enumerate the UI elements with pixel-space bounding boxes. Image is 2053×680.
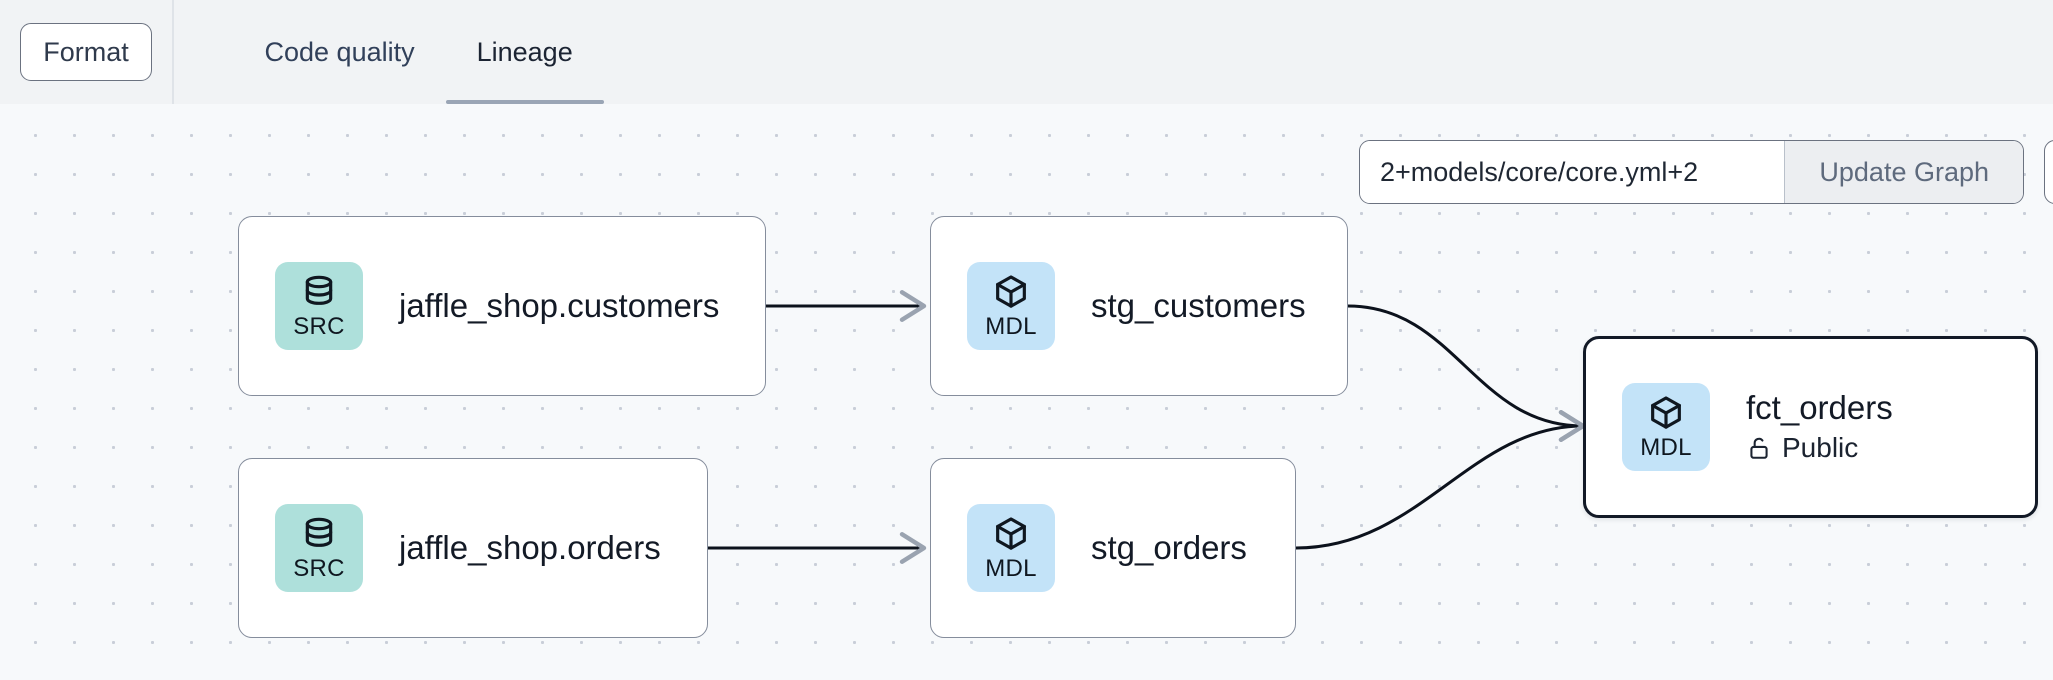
mdl-badge: MDL <box>967 504 1055 592</box>
lineage-node-jaffle-shop-orders[interactable]: SRC jaffle_shop.orders <box>238 458 708 638</box>
mdl-badge: MDL <box>1622 383 1710 471</box>
tab-lineage[interactable]: Lineage <box>445 0 604 104</box>
lineage-node-fct-orders[interactable]: MDL fct_orders Public <box>1583 336 2038 518</box>
lineage-node-stg-customers[interactable]: MDL stg_customers <box>930 216 1348 396</box>
update-graph-button[interactable]: Update Graph <box>1785 141 2023 203</box>
node-title: stg_customers <box>1091 286 1306 324</box>
node-title: fct_orders <box>1746 388 1893 426</box>
node-title: jaffle_shop.customers <box>399 286 720 324</box>
node-visibility-label: Public <box>1782 432 1859 464</box>
src-badge: SRC <box>275 504 363 592</box>
src-badge-label: SRC <box>293 554 345 582</box>
mdl-badge: MDL <box>967 262 1055 350</box>
cube-icon <box>996 274 1026 308</box>
database-icon <box>305 517 333 547</box>
control-separator <box>1784 141 1786 203</box>
lineage-node-stg-orders[interactable]: MDL stg_orders <box>930 458 1296 638</box>
format-button[interactable]: Format <box>20 23 152 81</box>
lineage-edges <box>708 290 1586 564</box>
tab-bar: Code quality Lineage <box>174 0 604 104</box>
cube-icon <box>996 516 1026 550</box>
node-body: stg_orders <box>1091 528 1247 567</box>
src-badge-label: SRC <box>293 312 345 340</box>
top-toolbar: Format Code quality Lineage <box>0 0 2053 104</box>
unlock-icon <box>1750 438 1768 460</box>
dbt-selector-input[interactable] <box>1360 141 1784 203</box>
selector-control-group: Update Graph <box>1359 140 2024 204</box>
node-body: stg_customers <box>1091 286 1306 325</box>
node-body: jaffle_shop.customers <box>399 286 720 325</box>
tab-code-quality[interactable]: Code quality <box>264 36 415 67</box>
edge-stg-customers-to-fct-orders <box>1347 304 1586 442</box>
mdl-badge-label: MDL <box>985 554 1037 582</box>
cube-icon <box>1651 395 1681 429</box>
graph-controls: Update Graph <box>1359 140 2053 204</box>
mdl-badge-label: MDL <box>985 312 1037 340</box>
node-title: stg_orders <box>1091 528 1247 566</box>
edge-stg-orders-to-fct-orders <box>1295 410 1586 550</box>
mdl-badge-label: MDL <box>1640 433 1692 461</box>
node-body: fct_orders Public <box>1746 388 1893 465</box>
toolbar-divider <box>172 0 174 104</box>
graph-overflow-button[interactable] <box>2044 140 2053 204</box>
lineage-canvas[interactable]: SRC jaffle_shop.customers SRC jaffle_sho… <box>0 104 2053 680</box>
database-icon <box>305 275 333 305</box>
node-visibility: Public <box>1746 432 1893 464</box>
lineage-node-jaffle-shop-customers[interactable]: SRC jaffle_shop.customers <box>238 216 766 396</box>
toolbar-left-group: Format <box>0 0 172 104</box>
node-body: jaffle_shop.orders <box>399 528 661 567</box>
node-title: jaffle_shop.orders <box>399 528 661 566</box>
src-badge: SRC <box>275 262 363 350</box>
